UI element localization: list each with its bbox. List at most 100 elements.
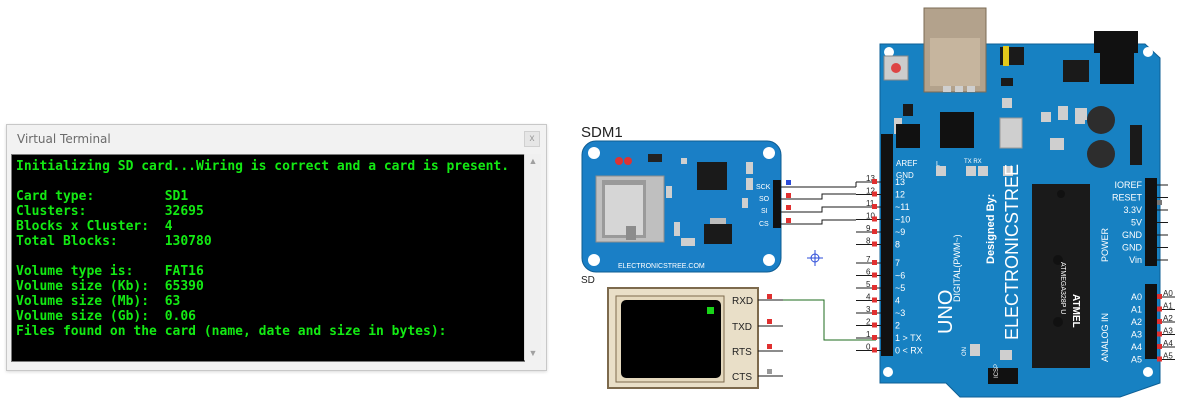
analog-pin-label: A3 xyxy=(1131,330,1142,340)
pin-marker xyxy=(1157,356,1162,362)
pin-marker xyxy=(872,260,877,265)
sd-pin-label: SO xyxy=(759,196,770,203)
pin-marker xyxy=(1157,294,1162,299)
digital-pin-number: 1 xyxy=(866,330,871,339)
digital-pin-number: 0 xyxy=(866,343,871,352)
sd-card-module[interactable] xyxy=(581,140,782,273)
digital-pin-label: ~6 xyxy=(895,271,905,281)
terminal-line: Volume size (Gb): 0.06 xyxy=(16,309,197,324)
digital-pin-number: 9 xyxy=(866,224,871,233)
digital-pin-number: 13 xyxy=(866,174,875,183)
power-pin-label: GND xyxy=(1122,230,1143,240)
digital-pin-label: 13 xyxy=(895,177,905,187)
txrx-label: TX RX xyxy=(964,159,982,165)
power-pin-label: RESET xyxy=(1112,193,1143,203)
analog-pin-name: A5 xyxy=(1163,352,1173,361)
analog-pin-label: A0 xyxy=(1131,292,1142,302)
digital-pin-label: ~11 xyxy=(895,202,910,212)
terminal-line: Volume size (Kb): 65390 xyxy=(16,279,204,294)
analog-label: ANALOG IN xyxy=(1100,313,1110,362)
terminal-line: Initializing SD card...Wiring is correct… xyxy=(16,159,510,174)
digital-pin-number: 5 xyxy=(866,280,871,289)
digital-pin-label: 2 xyxy=(895,321,900,331)
pin-marker xyxy=(872,241,877,247)
analog-pin-label: A5 xyxy=(1131,355,1142,365)
sd-pin-label: SI xyxy=(761,208,768,215)
gnd-top-label: GND xyxy=(896,171,914,180)
icsp-label: ICSP xyxy=(994,364,1000,378)
digital-pin-number: 6 xyxy=(866,268,871,277)
terminal-scrollbar[interactable]: ▲ ▼ xyxy=(524,154,541,360)
pin-marker xyxy=(1157,200,1162,205)
terminal-line: Files found on the card (name, date and … xyxy=(16,324,447,339)
terminal-output[interactable]: Initializing SD card...Wiring is correct… xyxy=(11,154,525,362)
terminal-line: Volume type is: FAT16 xyxy=(16,264,204,279)
digital-label: DIGITAL(PWM~) xyxy=(952,234,962,302)
analog-pin-label: A1 xyxy=(1131,305,1142,315)
power-pin-label: GND xyxy=(1122,243,1143,253)
digital-pin-label: 1 > TX xyxy=(895,333,922,343)
pin-marker xyxy=(872,179,877,184)
terminal-lines: Initializing SD card...Wiring is correct… xyxy=(16,159,509,339)
digital-pin-label: ~3 xyxy=(895,308,905,318)
sd-ref-label: SDM1 xyxy=(581,124,623,141)
pin-marker xyxy=(1157,319,1162,324)
close-icon[interactable]: x xyxy=(524,131,540,147)
pin-marker xyxy=(872,297,877,303)
terminal-line: Volume size (Mb): 63 xyxy=(16,294,181,309)
scroll-up-icon[interactable]: ▲ xyxy=(528,156,538,166)
analog-pin-name: A1 xyxy=(1163,302,1173,311)
digital-pin-label: 12 xyxy=(895,190,905,200)
digital-pin-number: 8 xyxy=(866,237,871,246)
virtual-terminal-window: Virtual Terminal x Initializing SD card.… xyxy=(6,124,547,371)
digital-pin-number: 3 xyxy=(866,305,871,314)
pin-marker xyxy=(1157,306,1162,312)
pin-marker xyxy=(1157,344,1162,349)
rxd-wire xyxy=(783,299,876,341)
digital-pin-number: 10 xyxy=(866,212,875,221)
sd-pin-label: CS xyxy=(759,221,769,228)
on-led-label: ON xyxy=(962,347,968,356)
terminal-line: Total Blocks: 130780 xyxy=(16,234,212,249)
rts-pin-label: RTS xyxy=(732,347,752,358)
analog-pin-label: A4 xyxy=(1131,342,1142,352)
arduino-uno-board[interactable] xyxy=(879,7,1161,398)
power-pin-label: 5V xyxy=(1131,218,1142,228)
sd-brand-label: ELECTRONICSTREE.COM xyxy=(618,263,705,270)
digital-pin-label: 0 < RX xyxy=(895,346,923,356)
digital-pin-label: 8 xyxy=(895,240,900,250)
pin-marker xyxy=(872,347,877,353)
brand-label: ELECTRONICSTREE xyxy=(1002,164,1022,340)
digital-pin-number: 7 xyxy=(866,255,871,264)
chip-name-label: ATMEGA328P U xyxy=(1059,262,1066,314)
l-led-label: L xyxy=(936,161,940,168)
digital-pin-number: 2 xyxy=(866,318,871,327)
sd-pin-markers xyxy=(786,180,791,223)
pin-marker xyxy=(872,191,877,197)
model-label: UNO xyxy=(935,290,957,334)
pin-marker xyxy=(1157,331,1162,337)
terminal-line: Clusters: 32695 xyxy=(16,204,204,219)
analog-pin-label: A2 xyxy=(1131,317,1142,327)
pin-marker xyxy=(872,310,877,315)
aref-label: AREF xyxy=(896,159,917,168)
power-pin-label: Vin xyxy=(1129,255,1142,265)
analog-pin-name: A0 xyxy=(1163,289,1173,298)
designed-by-label: Designed By: xyxy=(985,194,997,264)
analog-pin-name: A4 xyxy=(1163,339,1173,348)
terminal-titlebar[interactable]: Virtual Terminal x xyxy=(7,125,546,152)
digital-pin-label: ~5 xyxy=(895,283,905,293)
terminal-line: Blocks x Cluster: 4 xyxy=(16,219,173,234)
digital-pin-label: ~9 xyxy=(895,227,905,237)
chip-brand-label: ATMEL xyxy=(1070,294,1081,328)
power-pin-label: 3.3V xyxy=(1123,205,1142,215)
scroll-down-icon[interactable]: ▼ xyxy=(528,348,538,358)
digital-pin-number: 12 xyxy=(866,187,875,196)
pin-marker xyxy=(872,229,877,234)
cts-pin-label: CTS xyxy=(732,372,752,383)
digital-pin-number: 11 xyxy=(866,199,875,208)
digital-pin-number: 4 xyxy=(866,293,871,302)
serial-terminal-device[interactable] xyxy=(607,287,783,389)
digital-pin-label: 7 xyxy=(895,258,900,268)
